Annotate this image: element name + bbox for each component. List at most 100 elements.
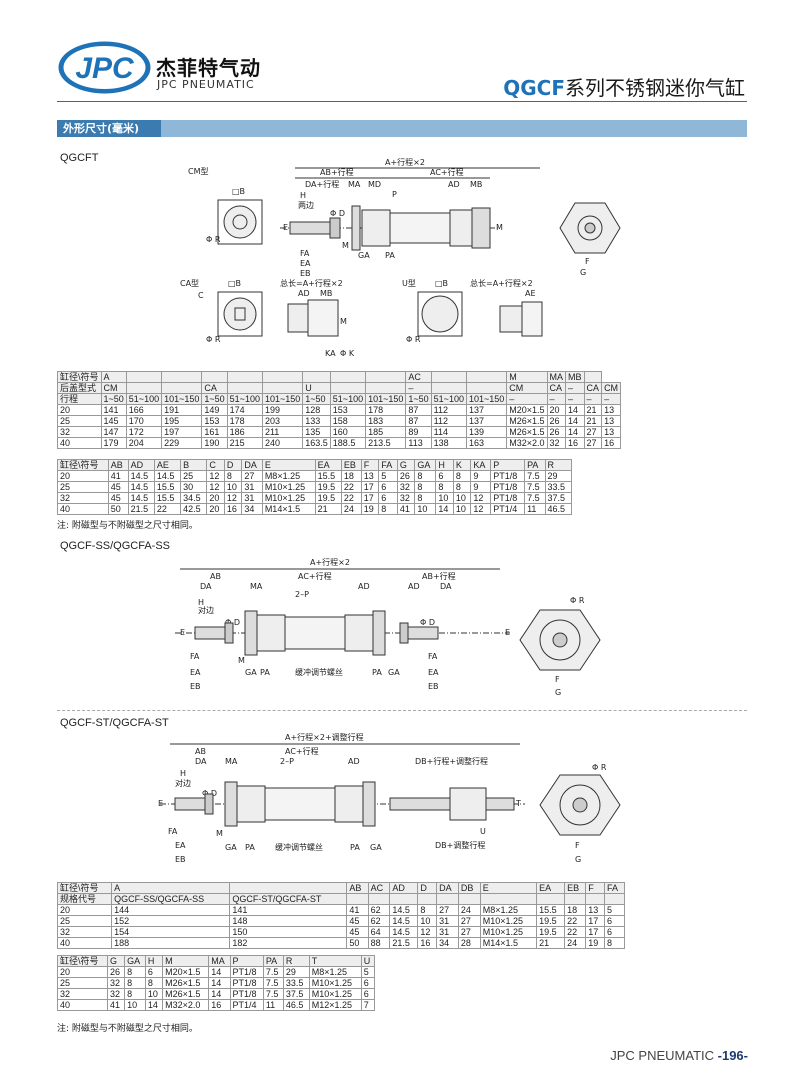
header-divider	[57, 101, 747, 102]
table-cell	[329, 382, 367, 394]
table-cell: 22	[564, 915, 587, 927]
svg-text:DA: DA	[200, 582, 212, 591]
table-cell: D	[417, 882, 438, 894]
table-cell: 185	[365, 426, 407, 438]
table-cell: 20	[206, 503, 225, 515]
table-cell: 40	[56, 937, 113, 949]
table-cell: 7.5	[524, 470, 546, 482]
table-cell: 19.5	[536, 926, 566, 938]
table-cell: M10×1.25	[479, 926, 538, 938]
svg-text:M: M	[216, 829, 223, 838]
table-cell: 188.5	[329, 437, 367, 449]
table-cell: R	[544, 459, 573, 471]
svg-text:总长=A+行程×2: 总长=A+行程×2	[280, 278, 343, 288]
table-cell: 21.5	[389, 937, 419, 949]
table-cell: 8	[414, 492, 437, 504]
table-cell: 31	[241, 481, 263, 493]
svg-text:AD: AD	[348, 757, 360, 766]
svg-text:MB: MB	[320, 289, 332, 298]
table-cell: M14×1.5	[261, 503, 316, 515]
table-cell: 17	[360, 492, 380, 504]
table-cell: 149	[201, 404, 228, 416]
section-divider	[57, 710, 747, 711]
table-cell	[417, 893, 438, 905]
svg-text:GA: GA	[370, 843, 382, 852]
table-cell: EB	[340, 459, 362, 471]
table-cell: 40	[57, 437, 102, 449]
svg-text:AB: AB	[210, 572, 221, 581]
table-cell	[229, 882, 348, 894]
table-cell	[536, 893, 566, 905]
table-cell: 20	[546, 404, 567, 416]
table-cell: 10	[124, 999, 146, 1011]
table-cell: 24	[340, 503, 362, 515]
table-cell: 229	[161, 437, 203, 449]
table-cell: 8	[144, 977, 164, 989]
table-cell: 45	[346, 926, 369, 938]
table-cell: M10×1.25	[261, 492, 316, 504]
table-cell: 152	[111, 915, 231, 927]
table-cell: 26	[546, 415, 567, 427]
table-cell: CA	[583, 382, 603, 394]
table-cell: 32	[106, 977, 126, 989]
table-cell: 26	[106, 966, 126, 978]
table-cell: 10	[452, 492, 472, 504]
table-cell: 9	[470, 481, 492, 493]
svg-text:AB: AB	[195, 747, 206, 756]
table-cell: 32	[57, 492, 109, 504]
table-cell: 147	[100, 426, 127, 438]
table-cell: PT1/8	[229, 966, 264, 978]
table-cell: 27	[583, 426, 603, 438]
table-cell: 14	[144, 999, 164, 1011]
table-cell: 14	[208, 988, 231, 1000]
table-cell	[585, 893, 605, 905]
qgcft-note: 注: 附磁型与不附磁型之尺寸相同。	[57, 521, 198, 531]
table-cell: 10	[417, 915, 438, 927]
table-cell: 101~150	[465, 393, 508, 405]
table-cell: 26	[396, 470, 416, 482]
table-cell: 32	[57, 426, 102, 438]
table-cell	[389, 893, 419, 905]
table-cell: 7.5	[524, 492, 546, 504]
table-cell: 10	[452, 503, 472, 515]
table-cell: 行程	[57, 393, 102, 405]
table-cell: 20	[57, 404, 102, 416]
table-cell: 8	[603, 937, 626, 949]
table-cell: 190	[201, 437, 228, 449]
table-cell: 12	[417, 926, 438, 938]
table-cell: AC	[367, 882, 391, 894]
table-cell: 15.5	[153, 481, 182, 493]
table-cell: AD	[127, 459, 155, 471]
table-cell: T	[308, 955, 362, 967]
table-cell: QGCF-ST/QGCFA-ST	[229, 893, 348, 905]
table-cell: 40	[57, 503, 109, 515]
table-cell: U	[360, 955, 376, 967]
table-cell: 6	[378, 492, 398, 504]
table-cell: 150	[229, 926, 348, 938]
svg-text:U: U	[480, 827, 486, 836]
svg-text:A+行程×2: A+行程×2	[385, 158, 425, 167]
table-cell: 13	[601, 404, 622, 416]
svg-text:AC+行程: AC+行程	[430, 167, 464, 177]
table-cell	[457, 893, 481, 905]
table-cell: 10	[144, 988, 164, 1000]
table-cell: 24	[457, 904, 481, 916]
table-cell: 33.5	[282, 977, 310, 989]
table-cell: 12	[470, 492, 492, 504]
footer-brand: JPC PNEUMATIC	[610, 1048, 715, 1063]
table-cell: 199	[261, 404, 304, 416]
table-cell: 12	[206, 470, 225, 482]
table-cell: 20	[56, 904, 113, 916]
svg-text:T: T	[515, 799, 521, 808]
table-cell: 114	[430, 426, 467, 438]
table-cell: 203	[261, 415, 304, 427]
table-cell: 6	[378, 481, 398, 493]
table-cell: PT1/4	[490, 503, 526, 515]
svg-text:PA: PA	[260, 668, 270, 677]
table-cell: 26	[546, 426, 567, 438]
table-cell: 27	[583, 437, 603, 449]
table-cell: 27	[436, 904, 459, 916]
